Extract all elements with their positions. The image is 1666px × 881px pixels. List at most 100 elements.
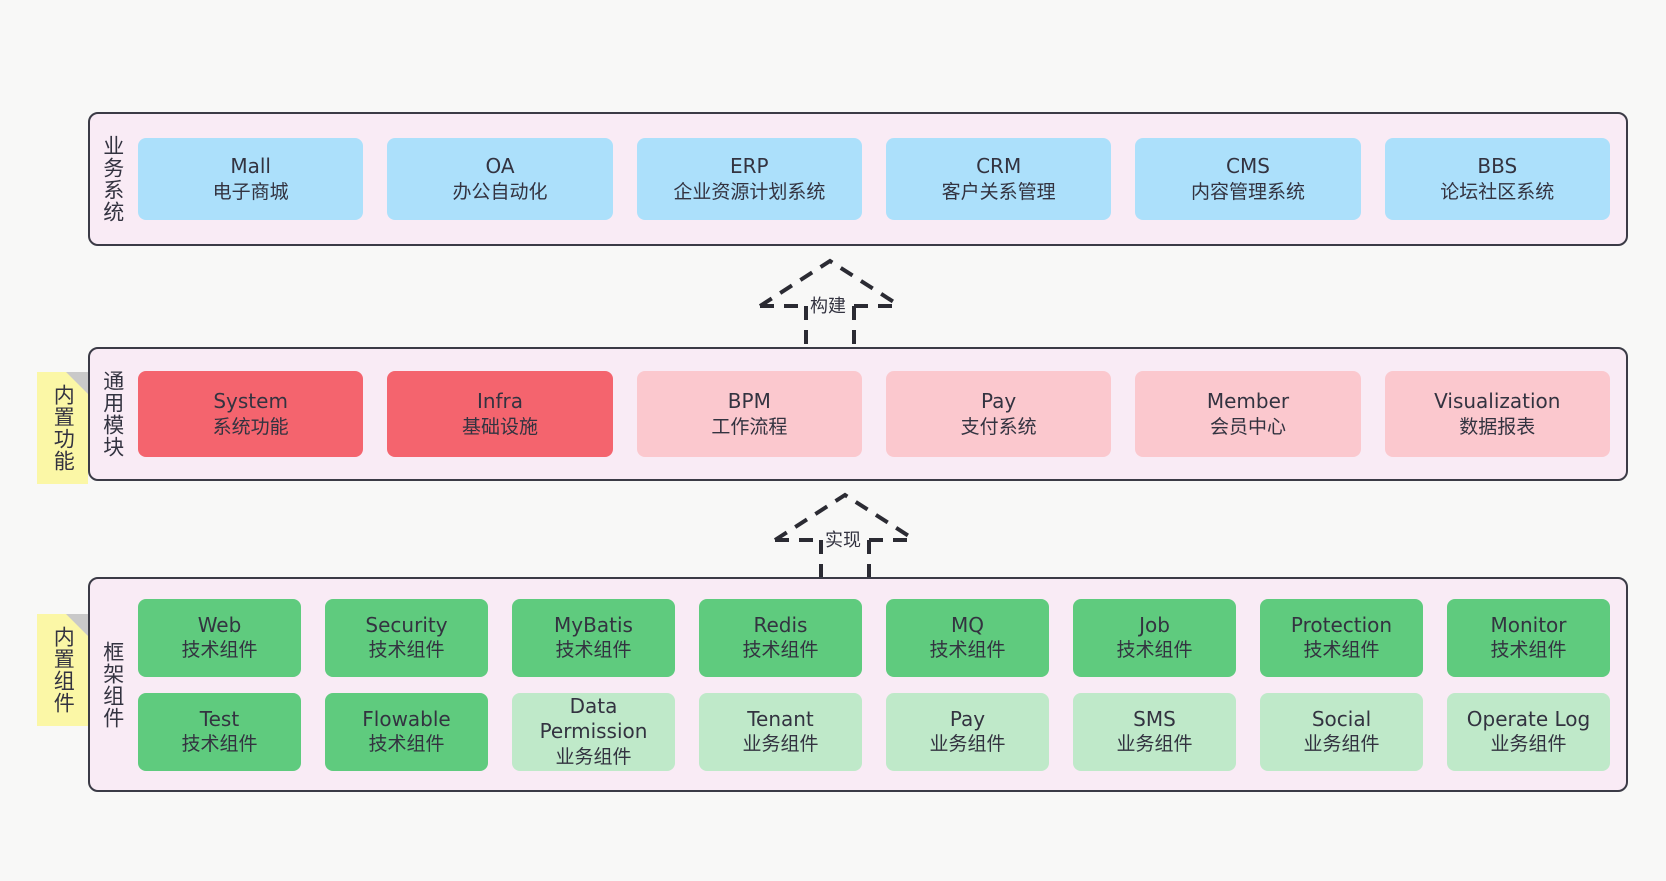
card-infra[interactable]: Infra 基础设施 [387, 371, 613, 457]
card-job[interactable]: Job 技术组件 [1073, 598, 1236, 677]
card-title: Web [197, 612, 242, 637]
card-member[interactable]: Member 会员中心 [1135, 371, 1361, 457]
card-subtitle: 会员中心 [1209, 415, 1286, 438]
card-oa[interactable]: OA 办公自动化 [387, 138, 613, 220]
build-arrow-icon [758, 258, 902, 344]
card-cms[interactable]: CMS 内容管理系统 [1135, 138, 1361, 220]
card-bbs[interactable]: BBS 论坛社区系统 [1384, 138, 1610, 220]
card-title: System [213, 389, 288, 414]
card-crm[interactable]: CRM 客户关系管理 [885, 138, 1112, 220]
card-title: BBS [1477, 154, 1518, 179]
card-data-permission[interactable]: Data Permission 业务组件 [512, 692, 675, 771]
card-operate-log[interactable]: Operate Log 业务组件 [1447, 692, 1610, 771]
layer-business-systems: 业务系统 Mall 电子商城 OA 办公自动化 ERP 企业资源计划系统 CRM… [88, 112, 1628, 246]
card-row: Test 技术组件 Flowable 技术组件 Data Permission … [138, 692, 1610, 771]
card-title: Flowable [362, 706, 451, 731]
note-fold-corner-icon [66, 372, 88, 394]
card-system[interactable]: System 系统功能 [138, 371, 364, 457]
card-title: Test [199, 706, 240, 731]
card-subtitle: 基础设施 [461, 415, 538, 438]
card-title: Monitor [1490, 612, 1567, 637]
note-fold-corner-icon [66, 614, 88, 636]
card-subtitle: 业务组件 [742, 733, 819, 756]
card-mall[interactable]: Mall 电子商城 [138, 138, 364, 220]
card-security[interactable]: Security 技术组件 [325, 598, 488, 677]
card-sms[interactable]: SMS 业务组件 [1073, 692, 1236, 771]
card-pay-module[interactable]: Pay 支付系统 [885, 371, 1112, 457]
card-subtitle: 技术组件 [368, 639, 445, 662]
card-subtitle: 技术组件 [1303, 639, 1380, 662]
card-subtitle: 业务组件 [1303, 733, 1380, 756]
card-subtitle: 数据报表 [1459, 415, 1536, 438]
layer-body-framework-components: Web 技术组件 Security 技术组件 MyBatis 技术组件 Redi… [134, 579, 1626, 790]
card-subtitle: 技术组件 [181, 733, 258, 756]
card-title: Member [1206, 389, 1290, 414]
card-tenant[interactable]: Tenant 业务组件 [699, 692, 862, 771]
card-title: CRM [976, 154, 1022, 179]
card-title: MyBatis [554, 612, 633, 637]
connector-implement [765, 490, 925, 580]
card-subtitle: 技术组件 [181, 639, 258, 662]
card-flowable[interactable]: Flowable 技术组件 [325, 692, 488, 771]
card-row: System 系统功能 Infra 基础设施 BPM 工作流程 Pay 支付系统… [138, 371, 1610, 457]
card-subtitle: 企业资源计划系统 [673, 180, 826, 203]
implement-arrow-icon [773, 492, 917, 578]
connector-build [750, 256, 910, 346]
card-subtitle: 业务组件 [555, 745, 632, 768]
card-subtitle: 支付系统 [960, 415, 1037, 438]
card-subtitle: 业务组件 [929, 733, 1006, 756]
card-subtitle: 客户关系管理 [941, 180, 1056, 203]
note-builtin-features: 内置功能 [37, 372, 88, 484]
connector-implement-label: 实现 [825, 530, 861, 551]
card-title: BPM [727, 389, 771, 414]
card-subtitle: 工作流程 [711, 415, 788, 438]
card-protection[interactable]: Protection 技术组件 [1260, 598, 1423, 677]
card-title: Redis [753, 612, 808, 637]
card-subtitle: 业务组件 [1116, 733, 1193, 756]
card-monitor[interactable]: Monitor 技术组件 [1447, 598, 1610, 677]
card-subtitle: 技术组件 [368, 733, 445, 756]
card-redis[interactable]: Redis 技术组件 [699, 598, 862, 677]
card-pay-component[interactable]: Pay 业务组件 [886, 692, 1049, 771]
card-title: MQ [951, 612, 984, 637]
card-subtitle: 技术组件 [1116, 639, 1193, 662]
note-label: 内置组件 [51, 626, 76, 714]
card-bpm[interactable]: BPM 工作流程 [636, 371, 862, 457]
card-row: Web 技术组件 Security 技术组件 MyBatis 技术组件 Redi… [138, 598, 1610, 677]
card-title: Data Permission [539, 693, 648, 744]
card-subtitle: 论坛社区系统 [1440, 180, 1555, 203]
card-row: Mall 电子商城 OA 办公自动化 ERP 企业资源计划系统 CRM 客户关系… [138, 138, 1610, 220]
card-web[interactable]: Web 技术组件 [138, 598, 301, 677]
card-visualization[interactable]: Visualization 数据报表 [1384, 371, 1610, 457]
card-subtitle: 电子商城 [212, 180, 289, 203]
card-erp[interactable]: ERP 企业资源计划系统 [636, 138, 862, 220]
card-subtitle: 技术组件 [929, 639, 1006, 662]
layer-framework-components: 框架组件 Web 技术组件 Security 技术组件 MyBatis 技术组件… [88, 577, 1628, 792]
card-subtitle: 内容管理系统 [1190, 180, 1305, 203]
card-subtitle: 业务组件 [1490, 733, 1567, 756]
card-subtitle: 技术组件 [742, 639, 819, 662]
card-title: Visualization [1434, 389, 1561, 414]
card-subtitle: 技术组件 [1490, 639, 1567, 662]
layer-label-framework-components: 框架组件 [100, 640, 125, 729]
layer-common-modules: 通用模块 System 系统功能 Infra 基础设施 BPM 工作流程 Pay… [88, 347, 1628, 481]
card-subtitle: 技术组件 [555, 639, 632, 662]
note-label: 内置功能 [51, 384, 76, 472]
card-title: Pay [949, 706, 986, 731]
card-title: Operate Log [1466, 706, 1591, 731]
card-title: OA [485, 154, 515, 179]
card-subtitle: 办公自动化 [452, 180, 548, 203]
layer-label-common-modules: 通用模块 [100, 370, 125, 458]
card-social[interactable]: Social 业务组件 [1260, 692, 1423, 771]
card-mq[interactable]: MQ 技术组件 [886, 598, 1049, 677]
card-title: Tenant [747, 706, 814, 731]
card-test[interactable]: Test 技术组件 [138, 692, 301, 771]
card-title: Security [365, 612, 448, 637]
card-title: Social [1311, 706, 1372, 731]
card-title: Infra [476, 389, 524, 414]
card-title: Pay [981, 389, 1017, 414]
card-subtitle: 系统功能 [212, 415, 289, 438]
note-builtin-components: 内置组件 [37, 614, 88, 726]
card-mybatis[interactable]: MyBatis 技术组件 [512, 598, 675, 677]
